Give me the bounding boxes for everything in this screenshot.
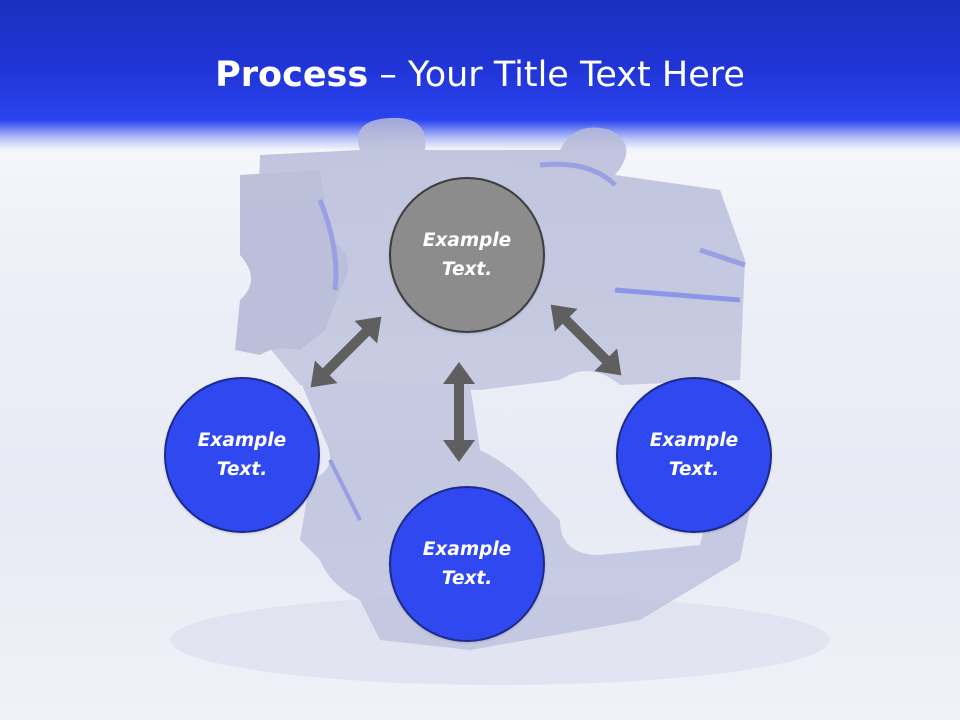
arrow-vertical xyxy=(443,362,475,462)
node-top-line1: Example xyxy=(422,230,512,251)
node-bottom: Example Text. xyxy=(389,486,545,642)
arrow-top-right xyxy=(550,304,622,376)
header-banner xyxy=(0,0,960,150)
node-left-text: Example Text. xyxy=(198,426,286,484)
node-top-line2: Text. xyxy=(441,259,493,280)
node-right-line2: Text. xyxy=(668,459,720,480)
node-bottom-text: Example Text. xyxy=(423,535,511,593)
node-bottom-line1: Example xyxy=(422,539,512,560)
node-left-line2: Text. xyxy=(216,459,268,480)
title-separator: – xyxy=(368,55,408,95)
arrow-top-left xyxy=(310,316,382,388)
node-top-text: Example Text. xyxy=(423,226,511,284)
node-right: Example Text. xyxy=(616,377,772,533)
node-top: Example Text. xyxy=(389,177,545,333)
node-left-line1: Example xyxy=(197,430,287,451)
node-right-text: Example Text. xyxy=(650,426,738,484)
node-left: Example Text. xyxy=(164,377,320,533)
title-bold: Process xyxy=(215,55,369,95)
node-bottom-line2: Text. xyxy=(441,568,493,589)
node-right-line1: Example xyxy=(649,430,739,451)
slide-title: Process – Your Title Text Here xyxy=(0,52,960,98)
title-rest: Your Title Text Here xyxy=(407,55,745,95)
